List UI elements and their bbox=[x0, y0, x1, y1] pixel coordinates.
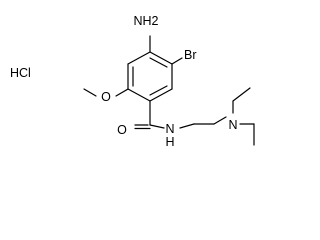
nitrogen-ethyl-bond bbox=[179, 123, 195, 129]
ring-bond-4 bbox=[127, 88, 151, 102]
ring-bond-1 bbox=[149, 51, 173, 65]
tertiary-nitrogen-label: N bbox=[228, 118, 237, 132]
amide-hydrogen-label: H bbox=[165, 135, 174, 149]
ether-oxygen-label: O bbox=[101, 90, 111, 104]
methoxy-methyl-bond bbox=[83, 88, 97, 97]
ring-inner-bond-1 bbox=[149, 57, 168, 68]
bonds bbox=[83, 35, 255, 146]
carbonyl-oxygen-label: O bbox=[117, 123, 127, 137]
tertiary-n-ethyl-a-bond-2 bbox=[232, 87, 251, 102]
bromine-label: Br bbox=[184, 48, 197, 62]
carbonyl-nitrogen-bond bbox=[149, 124, 165, 129]
structure-diagram: NH2 Br O O N H N HCl bbox=[10, 14, 255, 149]
ring-bond-3 bbox=[149, 88, 173, 102]
bromine-bond bbox=[171, 57, 183, 65]
amide-nitrogen-label: N bbox=[165, 122, 174, 136]
salt-label: HCl bbox=[10, 66, 31, 80]
amine-label: NH2 bbox=[133, 14, 158, 28]
bridge-nitrogen-bond bbox=[213, 116, 227, 125]
ether-bond bbox=[115, 88, 129, 97]
atom-labels: NH2 Br O O N H N HCl bbox=[10, 14, 238, 149]
ring-inner-bond-2 bbox=[149, 85, 168, 96]
ring-bond-6 bbox=[127, 51, 151, 65]
